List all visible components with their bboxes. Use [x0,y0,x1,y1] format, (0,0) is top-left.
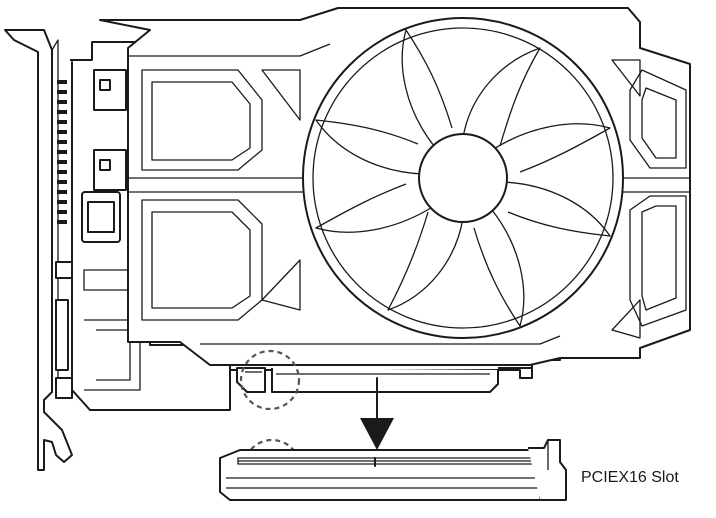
bracket-vents [57,80,67,224]
io-bracket [4,29,73,471]
pcie-edge-connector [236,367,533,393]
fan-icon [302,17,624,339]
arrow-down-icon [360,377,394,450]
card-notch-highlight [239,349,301,411]
pciex16-slot [219,439,567,501]
slot-label: PCIEX16 Slot [581,469,679,486]
